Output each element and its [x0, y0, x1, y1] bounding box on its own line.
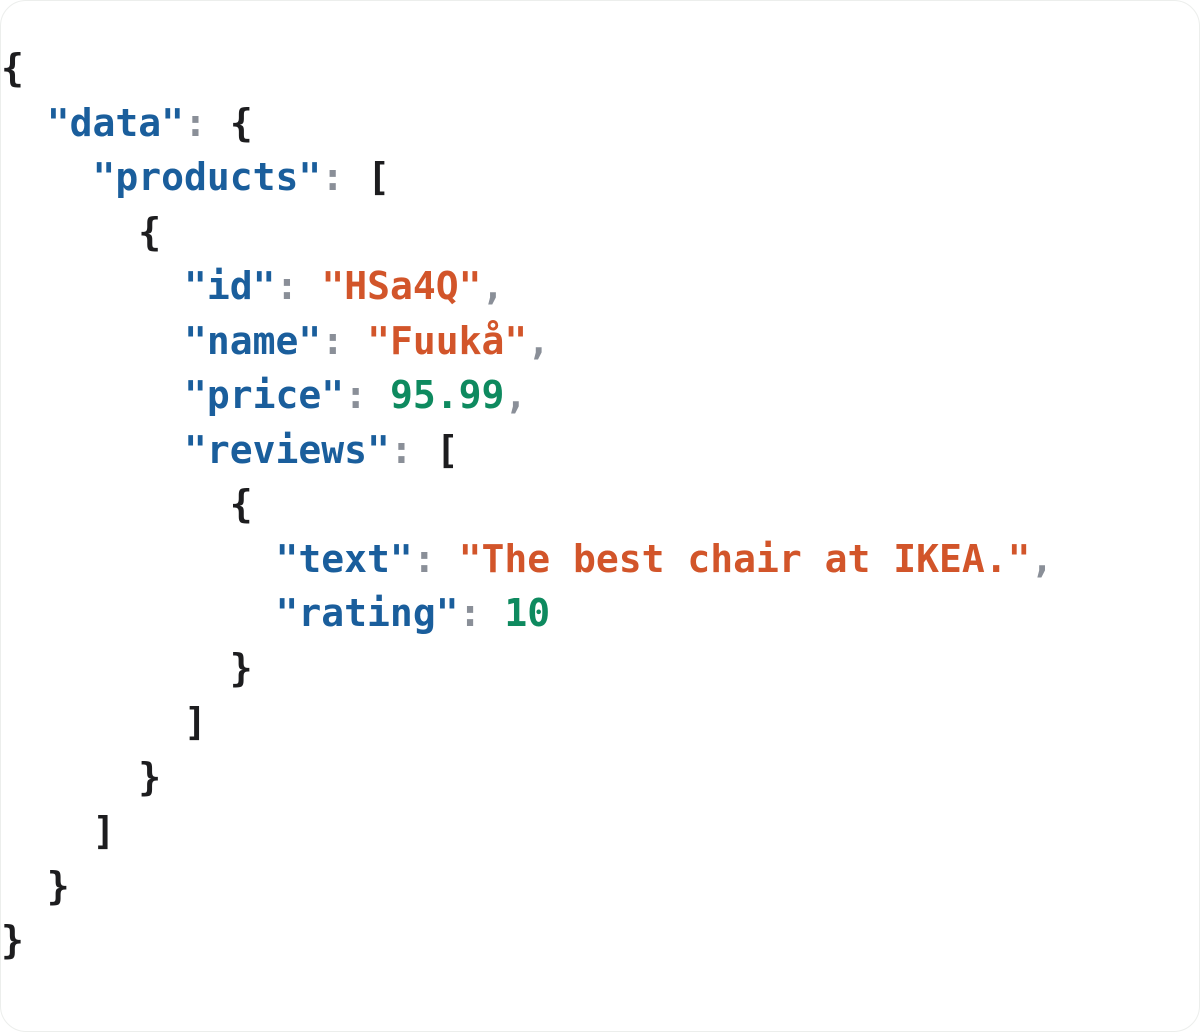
- json-code-block[interactable]: { "data": { "products": [ { "id": "HSa4Q…: [1, 41, 1199, 968]
- code-indent: [1, 646, 230, 690]
- code-token-ws: [344, 155, 367, 199]
- code-token-comma: ,: [527, 318, 551, 363]
- code-token-comma: ,: [1030, 536, 1054, 581]
- code-indent: [1, 809, 93, 853]
- code-token-ws: [481, 591, 504, 635]
- code-line: "rating": 10: [1, 586, 1199, 641]
- code-line: "data": {: [1, 96, 1199, 151]
- code-indent: [1, 264, 184, 308]
- code-indent: [1, 591, 276, 635]
- code-indent: [1, 428, 184, 472]
- code-indent: [1, 482, 230, 526]
- code-line: }: [1, 913, 1199, 968]
- code-token-punct: }: [1, 918, 24, 962]
- code-token-punct: [: [367, 155, 390, 199]
- code-line: }: [1, 641, 1199, 696]
- code-token-colon: :: [184, 100, 207, 145]
- code-line: ]: [1, 804, 1199, 859]
- code-line: "id": "HSa4Q",: [1, 259, 1199, 314]
- code-token-number: 95.99: [389, 373, 505, 417]
- code-token-ws: [367, 373, 390, 417]
- code-token-key: "data": [46, 100, 185, 145]
- code-token-colon: :: [321, 155, 345, 199]
- code-indent: [1, 319, 184, 363]
- code-indent: [1, 537, 276, 581]
- code-line: "products": [: [1, 150, 1199, 205]
- code-token-string: "HSa4Q": [321, 264, 482, 308]
- code-indent: [1, 210, 138, 254]
- code-token-punct: {: [1, 46, 24, 90]
- code-token-string: "The best chair at IKEA.": [458, 536, 1031, 581]
- code-token-punct: }: [229, 645, 253, 690]
- code-token-colon: :: [344, 373, 368, 417]
- code-indent: [1, 864, 47, 908]
- code-line: "name": "Fuukå",: [1, 314, 1199, 369]
- code-token-punct: {: [229, 482, 253, 526]
- code-token-number: 10: [504, 591, 551, 635]
- code-token-key: "name": [184, 318, 322, 363]
- code-token-punct: [: [435, 427, 459, 472]
- code-indent: [1, 101, 47, 145]
- code-line: "text": "The best chair at IKEA.",: [1, 532, 1199, 587]
- code-token-comma: ,: [504, 373, 528, 417]
- code-indent: [1, 700, 184, 744]
- code-token-punct: }: [138, 754, 162, 799]
- code-line: }: [1, 859, 1199, 914]
- code-token-key: "rating": [275, 591, 459, 635]
- code-token-ws: [344, 319, 367, 363]
- code-indent: [1, 373, 184, 417]
- code-token-key: "text": [275, 536, 413, 581]
- code-token-key: "products": [92, 155, 322, 199]
- code-token-comma: ,: [481, 264, 505, 308]
- code-token-key: "id": [184, 264, 276, 308]
- code-line: {: [1, 477, 1199, 532]
- code-token-ws: [207, 101, 230, 145]
- code-token-ws: [436, 537, 459, 581]
- code-token-punct: ]: [184, 700, 207, 744]
- code-token-colon: :: [389, 427, 413, 472]
- code-token-punct: ]: [92, 809, 116, 853]
- code-token-punct: {: [229, 100, 253, 145]
- code-token-string: "Fuukå": [367, 318, 528, 363]
- code-token-colon: :: [412, 536, 436, 581]
- code-indent: [1, 755, 138, 799]
- code-token-ws: [413, 428, 436, 472]
- code-token-colon: :: [458, 591, 482, 635]
- code-line: {: [1, 205, 1199, 260]
- code-line: "price": 95.99,: [1, 368, 1199, 423]
- code-indent: [1, 155, 93, 199]
- code-line: "reviews": [: [1, 423, 1199, 478]
- code-token-punct: }: [46, 863, 70, 908]
- code-token-colon: :: [275, 264, 299, 308]
- code-token-colon: :: [321, 318, 345, 363]
- code-token-punct: {: [138, 209, 162, 254]
- code-token-key: "price": [184, 373, 345, 417]
- code-token-key: "reviews": [184, 427, 390, 472]
- code-token-ws: [298, 264, 321, 308]
- code-line: {: [1, 41, 1199, 96]
- code-line: }: [1, 750, 1199, 805]
- code-line: ]: [1, 695, 1199, 750]
